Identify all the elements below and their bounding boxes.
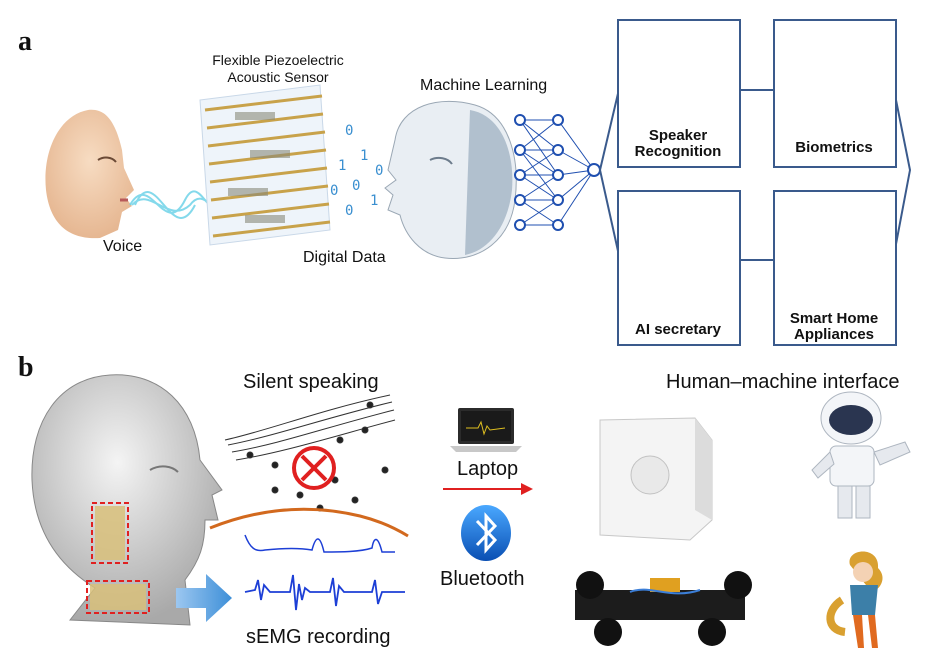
- smart-speaker-device: [599, 417, 713, 541]
- speaker-recognition-card: [617, 19, 741, 168]
- voice-face-illustration: [45, 109, 134, 239]
- speaker-recognition-label: Speaker Recognition: [619, 128, 737, 160]
- smart-home-line2: Appliances: [793, 326, 875, 343]
- ai-secretary-label: AI secretary: [635, 321, 721, 338]
- svg-text:0: 0: [330, 183, 338, 199]
- blue-arrow: [176, 574, 232, 622]
- head-with-sensors-illustration: [31, 374, 223, 626]
- laptop-label: Laptop: [457, 458, 519, 480]
- prohibition-icon: [292, 446, 336, 490]
- music-notes-graphic: [224, 394, 396, 512]
- laptop-icon: [450, 408, 522, 452]
- digital-data-graphic: 011 010 00: [330, 123, 383, 219]
- svg-text:0: 0: [345, 123, 353, 139]
- bluetooth-label: Bluetooth: [440, 568, 525, 590]
- sensor-label: Flexible Piezoelectric Acoustic Sensor: [193, 52, 363, 86]
- panel-b-letter: b: [18, 352, 34, 383]
- semg-signal-graphic: [209, 507, 409, 611]
- red-arrow: [443, 483, 533, 495]
- machine-learning-label: Machine Learning: [420, 77, 548, 94]
- sensor-label-line2: Acoustic Sensor: [227, 69, 329, 85]
- smart-home-line1: Smart Home: [789, 310, 879, 327]
- biometrics-card: [773, 19, 897, 168]
- piezoelectric-sensor-illustration: [199, 84, 331, 246]
- smart-home-card: [773, 190, 897, 346]
- digital-data-label: Digital Data: [303, 249, 386, 266]
- neural-network-graphic: [514, 114, 601, 231]
- svg-text:0: 0: [375, 163, 383, 179]
- svg-text:1: 1: [338, 158, 346, 174]
- ai-secretary-card: [617, 190, 741, 346]
- voice-label: Voice: [103, 238, 143, 255]
- cartoon-character: [826, 551, 883, 648]
- biometrics-label: Biometrics: [795, 139, 873, 156]
- hmi-label: Human–machine interface: [666, 371, 900, 393]
- silent-speaking-label: Silent speaking: [243, 371, 379, 393]
- panel-a-letter: a: [18, 26, 32, 57]
- smart-home-label: Smart Home Appliances: [775, 311, 893, 343]
- semg-label: sEMG recording: [246, 626, 391, 648]
- sensor-label-line1: Flexible Piezoelectric: [212, 52, 344, 68]
- connector-lines: [599, 84, 912, 261]
- svg-text:0: 0: [352, 178, 360, 194]
- svg-text:1: 1: [370, 193, 378, 209]
- humanoid-robot: [811, 391, 911, 519]
- svg-text:0: 0: [345, 203, 353, 219]
- speaker-recognition-line2: Recognition: [634, 143, 722, 160]
- robot-car: [575, 571, 752, 646]
- speaker-recognition-line1: Speaker: [648, 127, 708, 144]
- svg-text:1: 1: [360, 148, 368, 164]
- bluetooth-icon: [461, 505, 511, 561]
- robot-head-illustration: [384, 100, 517, 259]
